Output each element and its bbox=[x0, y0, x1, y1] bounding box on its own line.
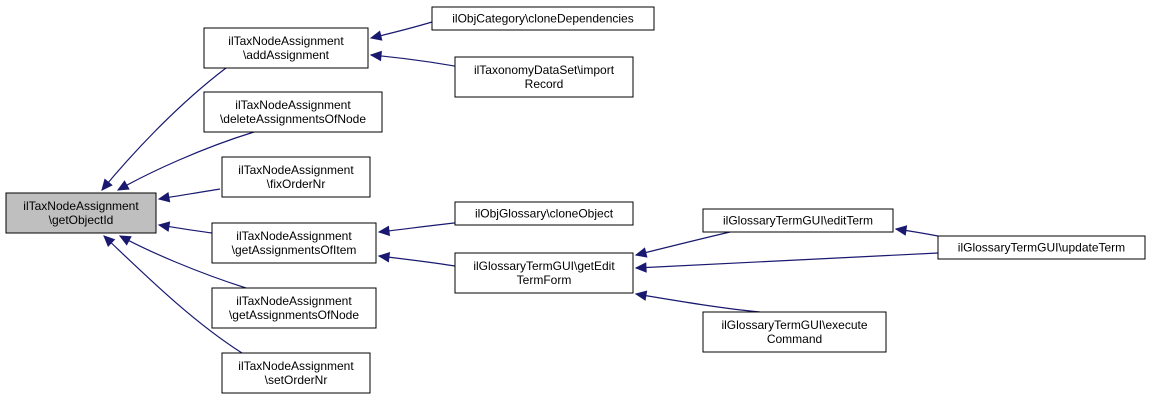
edge-get-assignments-of-node-to-get-object-id bbox=[118, 235, 247, 289]
arrowhead-icon bbox=[634, 262, 647, 273]
node-box bbox=[221, 352, 371, 394]
edge-line bbox=[635, 231, 731, 256]
node-box bbox=[203, 27, 369, 69]
node-box bbox=[221, 156, 371, 198]
arrowhead-icon bbox=[369, 50, 382, 62]
node-label-line: ilGlossaryTermGUI\execute bbox=[721, 318, 867, 332]
node-box bbox=[454, 252, 634, 294]
node-clone-dependencies[interactable]: ilObjCategory\cloneDependencies bbox=[431, 6, 655, 31]
node-label-line: ilTaxNodeAssignment bbox=[23, 199, 139, 213]
node-label-line: \getAssignmentsOfItem bbox=[232, 243, 357, 257]
edge-clone-object-to-get-assignments-of-item bbox=[377, 221, 465, 237]
node-box bbox=[702, 208, 894, 233]
edge-line bbox=[378, 255, 456, 267]
arrowhead-icon bbox=[377, 252, 391, 263]
node-get-object-id: ilTaxNodeAssignment\getObjectId bbox=[5, 192, 157, 234]
node-label-line: Record bbox=[525, 77, 564, 91]
node-label-line: ilGlossaryTermGUI\updateTerm bbox=[958, 241, 1125, 255]
node-box bbox=[5, 192, 157, 234]
edge-set-order-nr-to-get-object-id bbox=[103, 235, 243, 354]
edge-line bbox=[101, 67, 227, 191]
node-clone-object[interactable]: ilObjGlossary\cloneObject bbox=[454, 201, 634, 226]
edge-clone-dependencies-to-add-assignment bbox=[369, 21, 433, 41]
edge-delete-assignments-of-node-to-get-object-id bbox=[116, 131, 255, 191]
arrowhead-icon bbox=[157, 191, 171, 203]
node-box bbox=[211, 287, 377, 329]
edge-line bbox=[103, 235, 243, 354]
node-label-line: ilTaxNodeAssignment bbox=[228, 34, 344, 48]
node-fix-order-nr[interactable]: ilTaxNodeAssignment\fixOrderNr bbox=[221, 156, 371, 198]
node-box bbox=[454, 201, 634, 226]
node-box bbox=[702, 311, 887, 353]
node-label-line: ilObjCategory\cloneDependencies bbox=[452, 12, 633, 26]
node-label-line: ilTaxNodeAssignment bbox=[238, 163, 354, 177]
node-label-line: ilTaxNodeAssignment bbox=[236, 229, 352, 243]
node-layer: ilTaxNodeAssignment\getObjectIdilTaxNode… bbox=[5, 6, 1146, 394]
node-label-line: ilTaxonomyDataSet\import bbox=[474, 63, 615, 77]
edge-add-assignment-to-get-object-id bbox=[101, 67, 227, 191]
arrowhead-icon bbox=[377, 225, 391, 237]
node-label-line: ilTaxNodeAssignment bbox=[238, 359, 354, 373]
node-label-line: TermForm bbox=[517, 273, 572, 287]
edge-execute-command-to-get-edit-term-form bbox=[634, 290, 761, 313]
node-label-line: ilGlossaryTermGUI\getEdit bbox=[473, 259, 615, 273]
node-label-line: Command bbox=[767, 332, 822, 346]
edge-edit-term-to-get-edit-term-form bbox=[634, 231, 731, 258]
node-delete-assignments-of-node[interactable]: ilTaxNodeAssignment\deleteAssignmentsOfN… bbox=[203, 91, 383, 133]
node-add-assignment[interactable]: ilTaxNodeAssignment\addAssignment bbox=[203, 27, 369, 69]
arrowhead-icon bbox=[894, 225, 908, 236]
arrowhead-icon bbox=[103, 235, 116, 248]
arrowhead-icon bbox=[101, 178, 113, 191]
node-box bbox=[431, 6, 655, 31]
edge-line bbox=[378, 221, 465, 233]
arrowhead-icon bbox=[634, 290, 648, 301]
node-update-term[interactable]: ilGlossaryTermGUI\updateTerm bbox=[937, 235, 1146, 260]
node-label-line: \getAssignmentsOfNode bbox=[229, 308, 359, 322]
edge-update-term-to-edit-term bbox=[894, 225, 939, 237]
node-box bbox=[203, 91, 383, 133]
node-box bbox=[937, 235, 1146, 260]
arrowhead-icon bbox=[634, 247, 648, 258]
node-set-order-nr[interactable]: ilTaxNodeAssignment\setOrderNr bbox=[221, 352, 371, 394]
edge-line bbox=[119, 235, 247, 289]
node-label-line: \deleteAssignmentsOfNode bbox=[220, 112, 366, 126]
node-edit-term[interactable]: ilGlossaryTermGUI\editTerm bbox=[702, 208, 894, 233]
node-label-line: ilObjGlossary\cloneObject bbox=[475, 207, 614, 221]
node-get-assignments-of-item[interactable]: ilTaxNodeAssignment\getAssignmentsOfItem bbox=[211, 222, 377, 264]
edge-line bbox=[635, 293, 761, 313]
arrowhead-icon bbox=[116, 180, 130, 191]
node-label-line: ilGlossaryTermGUI\editTerm bbox=[723, 214, 873, 228]
edge-update-term-to-get-edit-term-form bbox=[634, 252, 939, 273]
edge-line bbox=[117, 131, 255, 191]
node-box bbox=[454, 56, 634, 98]
arrowhead-icon bbox=[118, 235, 132, 246]
node-box bbox=[211, 222, 377, 264]
node-label-line: \setOrderNr bbox=[265, 373, 328, 387]
node-label-line: ilTaxNodeAssignment bbox=[235, 98, 351, 112]
node-label-line: \fixOrderNr bbox=[267, 177, 326, 191]
node-label-line: \addAssignment bbox=[243, 48, 330, 62]
arrowhead-icon bbox=[157, 221, 171, 232]
edge-get-edit-term-form-to-get-assignments-of-item bbox=[377, 252, 456, 267]
arrowhead-icon bbox=[369, 30, 383, 41]
node-get-assignments-of-node[interactable]: ilTaxNodeAssignment\getAssignmentsOfNode bbox=[211, 287, 377, 329]
node-label-line: \getObjectId bbox=[49, 213, 114, 227]
edge-fix-order-nr-to-get-object-id bbox=[157, 188, 221, 203]
edge-get-assignments-of-item-to-get-object-id bbox=[157, 221, 213, 234]
node-label-line: ilTaxNodeAssignment bbox=[236, 294, 352, 308]
edge-line bbox=[635, 252, 939, 269]
